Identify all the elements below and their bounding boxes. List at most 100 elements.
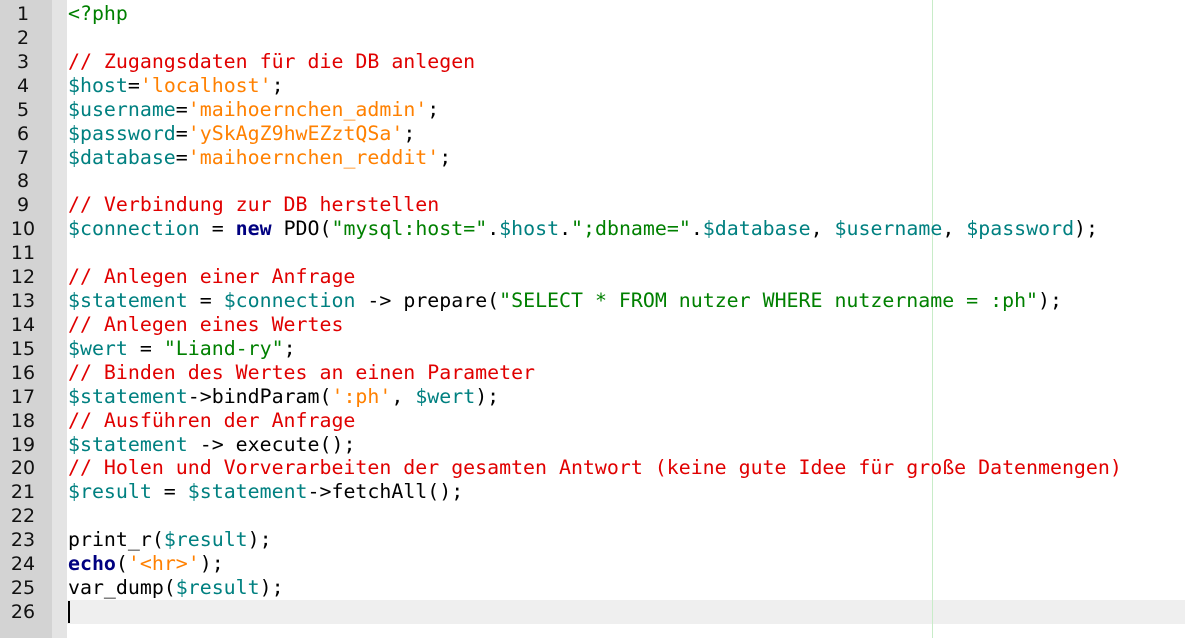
variable: $username bbox=[834, 217, 943, 241]
current-line-highlight bbox=[67, 600, 1185, 624]
single-quoted-string: 'maihoernchen_admin' bbox=[187, 97, 428, 121]
comment: // Anlegen einer Anfrage bbox=[68, 265, 356, 289]
variable: $host bbox=[68, 73, 128, 97]
code-line[interactable]: // Anlegen einer Anfrage bbox=[68, 265, 355, 289]
code-text: = bbox=[127, 336, 164, 360]
code-line[interactable]: $database='maihoernchen_reddit'; bbox=[68, 146, 451, 170]
comment: // Anlegen eines Wertes bbox=[68, 312, 344, 336]
code-line[interactable]: $password='ySkAgZ9hwEZztQSa'; bbox=[68, 122, 415, 146]
variable: $statement bbox=[68, 289, 188, 313]
code-text: ; bbox=[439, 145, 452, 169]
line-number: 24 bbox=[10, 553, 36, 576]
code-line[interactable]: $statement -> execute(); bbox=[68, 433, 355, 457]
code-text: . bbox=[559, 217, 572, 241]
code-line[interactable]: // Ausführen der Anfrage bbox=[68, 409, 355, 433]
code-text: ->fetchAll(); bbox=[307, 480, 464, 504]
code-line[interactable]: var_dump($result); bbox=[68, 576, 284, 600]
code-line[interactable]: // Binden des Wertes an einen Parameter bbox=[68, 361, 535, 385]
code-line[interactable]: // Verbindung zur DB herstellen bbox=[68, 193, 439, 217]
variable: $statement bbox=[68, 432, 188, 456]
line-number: 13 bbox=[10, 290, 36, 313]
php-open-tag: <?php bbox=[68, 2, 128, 25]
variable: $result bbox=[175, 576, 260, 600]
code-text: = bbox=[175, 121, 188, 145]
variable: $wert bbox=[68, 336, 128, 360]
code-text: -> execute(); bbox=[187, 432, 356, 456]
double-quoted-string: "mysql:host=" bbox=[331, 217, 488, 241]
line-number: 23 bbox=[10, 529, 36, 552]
code-text: print_r( bbox=[68, 528, 164, 552]
keyword: echo bbox=[68, 552, 116, 576]
code-text: . bbox=[487, 217, 500, 241]
code-text: ); bbox=[1038, 289, 1062, 313]
line-number: 9 bbox=[16, 194, 30, 217]
variable: $result bbox=[68, 480, 152, 504]
single-quoted-string: 'localhost' bbox=[139, 73, 272, 97]
code-line[interactable]: $host='localhost'; bbox=[68, 74, 284, 98]
code-text: -> prepare( bbox=[355, 289, 500, 313]
code-line[interactable]: <?php bbox=[68, 2, 128, 26]
code-line[interactable]: $wert = "Liand-ry"; bbox=[68, 337, 296, 361]
code-text: ); bbox=[1074, 217, 1098, 241]
code-text: ->bindParam( bbox=[187, 384, 332, 408]
line-number: 10 bbox=[10, 218, 36, 241]
code-line[interactable]: $result = $statement->fetchAll(); bbox=[68, 480, 463, 504]
code-line[interactable]: // Zugangsdaten für die DB anlegen bbox=[68, 50, 475, 74]
code-line[interactable]: print_r($result); bbox=[68, 528, 272, 552]
keyword: new bbox=[235, 217, 272, 241]
code-text: , bbox=[942, 217, 967, 241]
line-number: 7 bbox=[16, 146, 30, 169]
text-cursor bbox=[68, 601, 70, 623]
code-text: ); bbox=[199, 552, 224, 576]
comment: // Verbindung zur DB herstellen bbox=[68, 193, 440, 217]
code-text: , bbox=[810, 217, 835, 241]
code-line[interactable]: // Anlegen eines Wertes bbox=[68, 313, 343, 337]
line-number: 3 bbox=[16, 50, 30, 73]
single-quoted-string: ':ph' bbox=[331, 384, 392, 408]
line-number: 2 bbox=[16, 26, 30, 49]
line-number: 22 bbox=[10, 505, 36, 528]
code-text: var_dump( bbox=[68, 576, 176, 600]
variable: $wert bbox=[415, 384, 476, 408]
code-text: ; bbox=[427, 97, 440, 121]
line-number: 20 bbox=[10, 457, 36, 480]
code-line[interactable]: $statement->bindParam(':ph', $wert); bbox=[68, 385, 499, 409]
long-line-marker bbox=[932, 0, 933, 638]
variable: $username bbox=[68, 97, 176, 121]
code-line[interactable]: $username='maihoernchen_admin'; bbox=[68, 98, 439, 122]
line-number: 19 bbox=[10, 433, 36, 456]
line-number: 8 bbox=[16, 170, 30, 193]
double-quoted-string: "Liand-ry" bbox=[163, 336, 284, 360]
line-number: 1 bbox=[16, 3, 30, 25]
code-text: ; bbox=[403, 121, 416, 145]
line-number: 11 bbox=[10, 242, 36, 265]
line-number: 6 bbox=[16, 122, 30, 145]
code-line[interactable]: $statement = $connection -> prepare("SEL… bbox=[68, 289, 1062, 313]
code-text: ( bbox=[115, 552, 128, 576]
code-text: ; bbox=[283, 336, 296, 360]
line-number: 14 bbox=[10, 313, 36, 336]
code-line[interactable]: // Holen und Vorverarbeiten der gesamten… bbox=[68, 456, 1122, 480]
single-quoted-string: 'ySkAgZ9hwEZztQSa' bbox=[187, 121, 404, 145]
single-quoted-string: 'maihoernchen_reddit' bbox=[187, 145, 440, 169]
line-number: 16 bbox=[10, 361, 36, 384]
comment: // Zugangsdaten für die DB anlegen bbox=[68, 49, 476, 73]
line-number: 4 bbox=[16, 74, 30, 97]
code-text: = bbox=[175, 97, 188, 121]
variable: $statement bbox=[187, 480, 308, 504]
code-line[interactable]: $connection = new PDO("mysql:host=".$hos… bbox=[68, 217, 1098, 241]
line-number: 12 bbox=[10, 266, 36, 289]
variable: $result bbox=[163, 528, 248, 552]
variable: $database bbox=[68, 145, 176, 169]
code-text: , bbox=[391, 384, 416, 408]
code-text: PDO( bbox=[271, 217, 332, 241]
code-text: = bbox=[127, 73, 140, 97]
code-line[interactable]: echo('<hr>'); bbox=[68, 552, 224, 576]
variable: $password bbox=[966, 217, 1075, 241]
code-text: = bbox=[151, 480, 188, 504]
code-text: ); bbox=[247, 528, 272, 552]
code-text: ); bbox=[475, 384, 500, 408]
fold-margin[interactable] bbox=[52, 0, 67, 638]
variable: $connection bbox=[223, 289, 356, 313]
code-text: = bbox=[199, 217, 236, 241]
